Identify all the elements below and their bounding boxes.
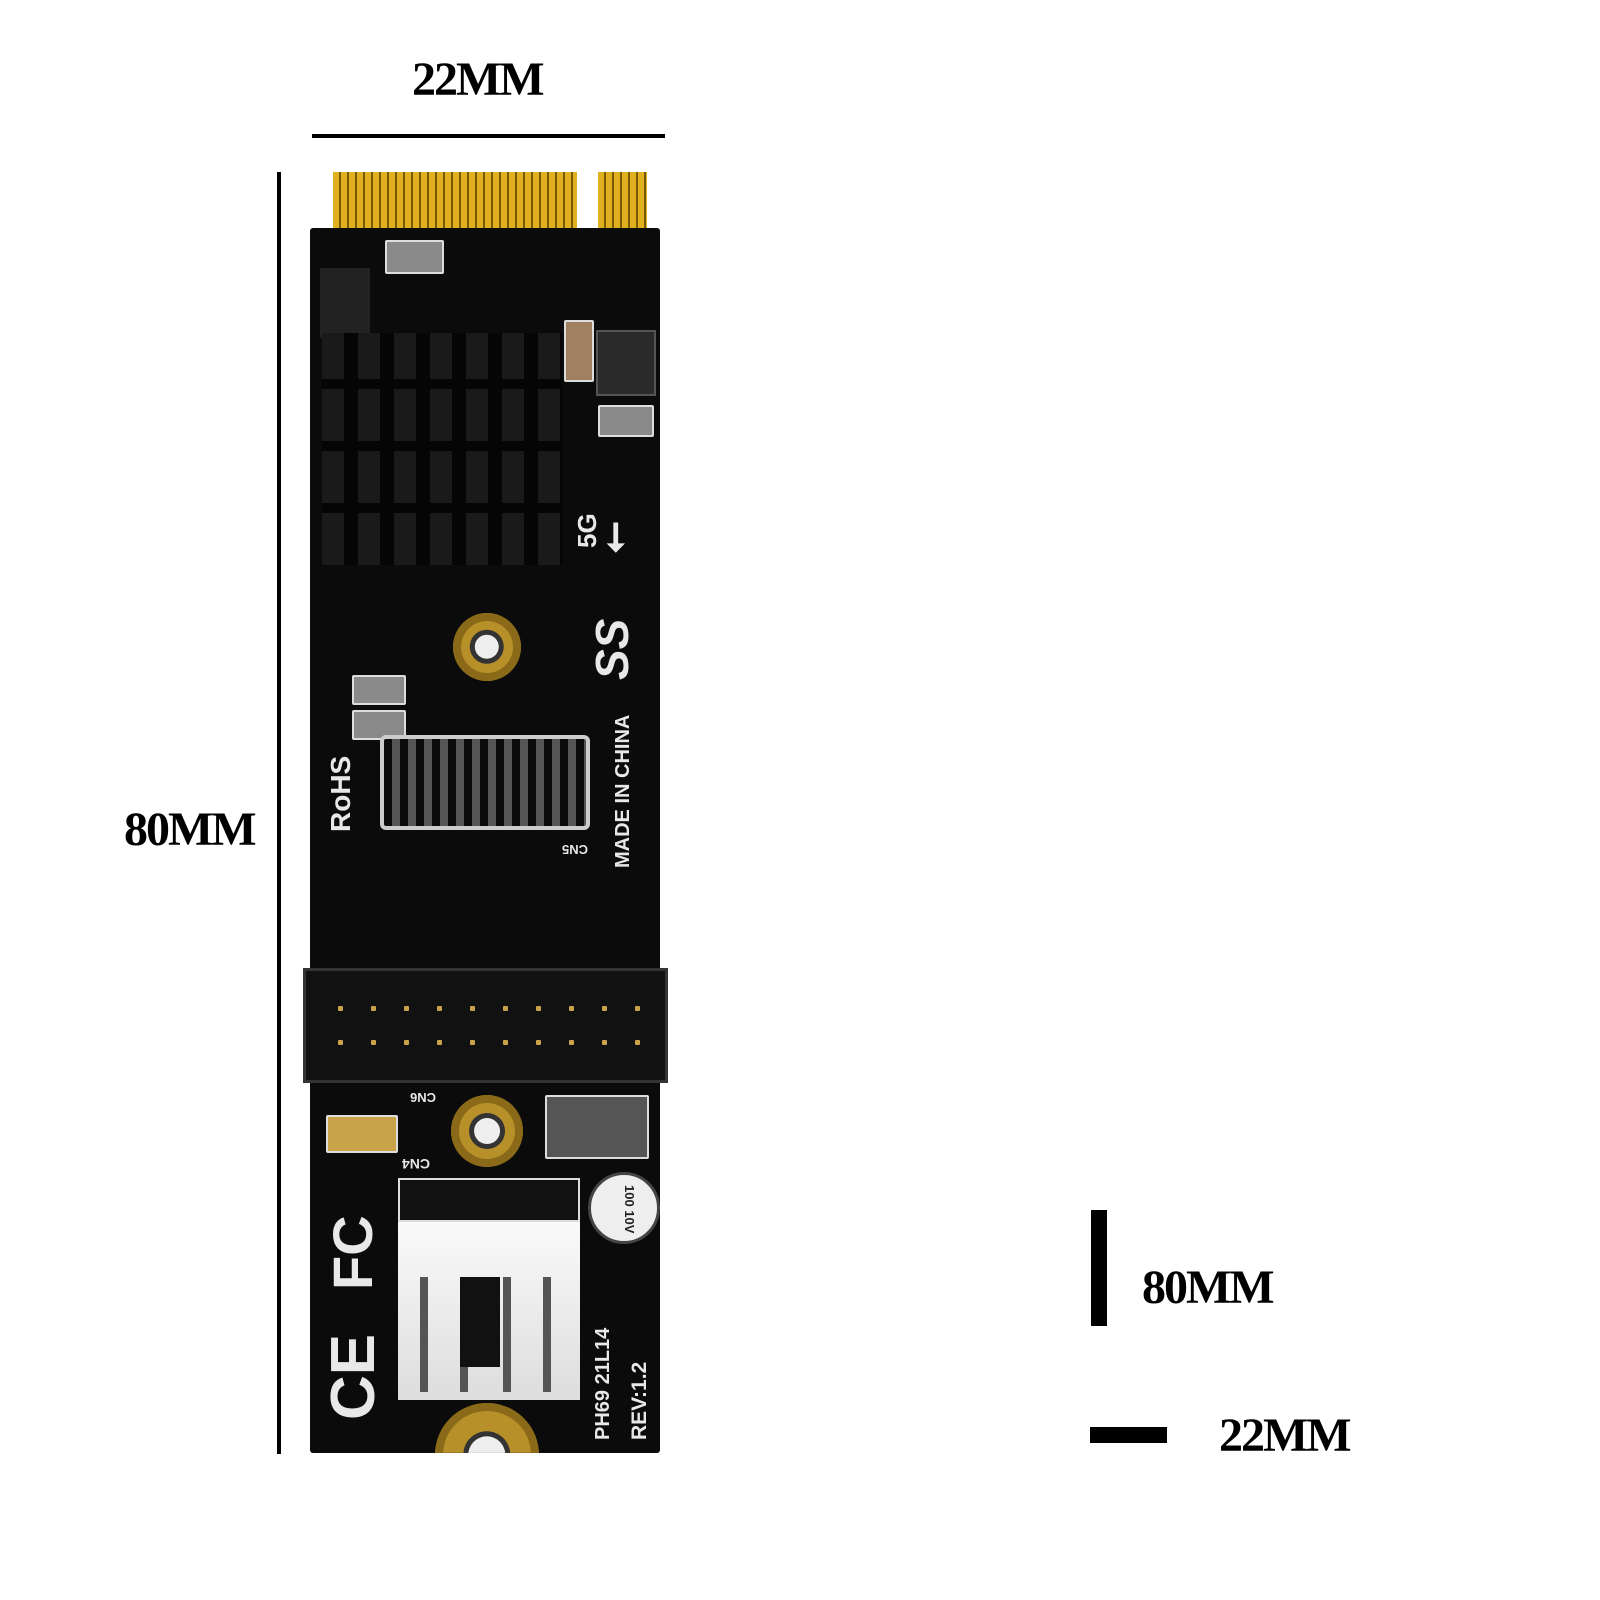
fuse-f1 (326, 1115, 398, 1153)
header-pin (569, 1040, 574, 1045)
gold-fingers-key (598, 172, 647, 230)
header-pin (602, 1006, 607, 1011)
legend-length-bar (1091, 1210, 1107, 1326)
capacitor-c48 (352, 675, 406, 705)
chip-u2 (320, 268, 370, 338)
mounting-hole-middle (451, 1095, 523, 1167)
legend-length-label: 80MM (1142, 1261, 1275, 1314)
header-pin (503, 1040, 508, 1045)
header-pin (635, 1006, 640, 1011)
page-bottom-mask (300, 1453, 680, 1513)
capacitor (598, 405, 654, 437)
header-pin (371, 1040, 376, 1045)
electrolytic-capacitor: 100 10V (588, 1172, 660, 1244)
header-pin (338, 1006, 343, 1011)
header-pin (404, 1006, 409, 1011)
4pin-connector-outline (398, 1178, 580, 1222)
capacitor-c43 (385, 240, 444, 274)
cn6-label: CN6 (410, 1090, 437, 1105)
header-pin (635, 1040, 640, 1045)
width-dimension-label: 22MM (412, 53, 545, 106)
rohs-text: RoHS (325, 755, 356, 832)
4pin-power-connector (398, 1222, 580, 1400)
usb-20pin-header (303, 968, 668, 1083)
ce-logo: CE (319, 1333, 388, 1420)
superspeed-logo: SS (586, 618, 638, 680)
inductor (596, 330, 656, 396)
made-in-china-text: MADE IN CHINA (612, 714, 634, 868)
heatsink (322, 333, 562, 565)
revision-text: REV:1.2 (628, 1361, 651, 1440)
header-pin (602, 1040, 607, 1045)
length-dimension-line (277, 172, 281, 1454)
header-pin (437, 1040, 442, 1045)
header-pin (371, 1006, 376, 1011)
usb-trident-icon: ⭠ (591, 521, 636, 554)
header-pin (338, 1040, 343, 1045)
header-pin (470, 1040, 475, 1045)
fcc-logo: FC (321, 1215, 384, 1290)
gold-fingers-main (333, 172, 577, 230)
cn5-label: CN5 (562, 842, 589, 857)
header-pin (437, 1006, 442, 1011)
header-pin (536, 1040, 541, 1045)
smd-parts (545, 1095, 649, 1159)
capacitor-c1 (564, 320, 594, 382)
header-pin (470, 1006, 475, 1011)
width-dimension-line (312, 134, 665, 138)
header-pin (536, 1006, 541, 1011)
header-pin (503, 1006, 508, 1011)
model-text: PH69 21L14 (592, 1327, 614, 1440)
cn4-label: CN4 (402, 1156, 431, 1172)
legend-width-bar (1090, 1427, 1167, 1443)
header-pin (569, 1006, 574, 1011)
header-pin (404, 1040, 409, 1045)
legend-width-label: 22MM (1219, 1409, 1352, 1462)
length-dimension-label: 80MM (124, 803, 257, 856)
mounting-hole-upper (453, 613, 521, 681)
connector-cn5 (380, 735, 590, 830)
